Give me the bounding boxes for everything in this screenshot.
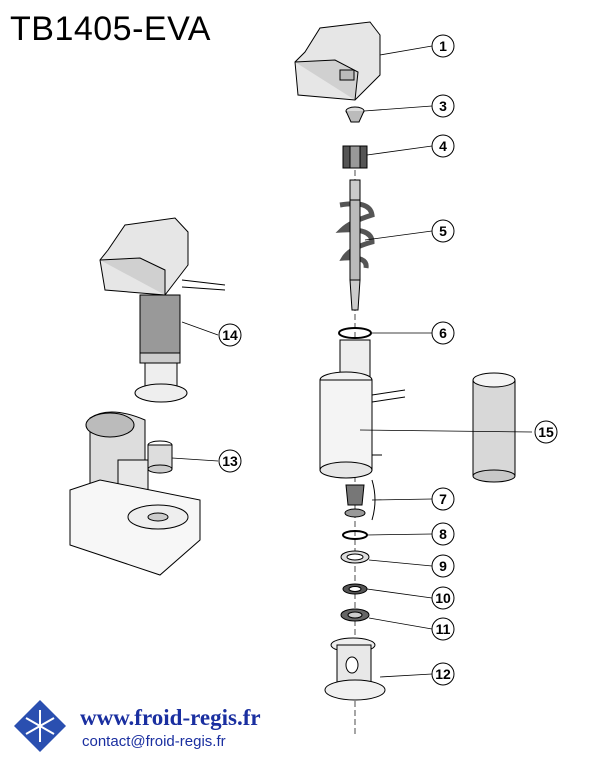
callout-15-label: 15: [538, 424, 554, 440]
froid-regis-logo: [14, 700, 66, 752]
callout-1-label: 1: [439, 38, 447, 54]
callout-13-label: 13: [222, 453, 238, 469]
callout-12-label: 12: [435, 666, 451, 682]
callout-10: 10: [431, 586, 455, 610]
email-link[interactable]: contact@froid-regis.fr: [82, 733, 226, 750]
callout-11: 11: [431, 617, 455, 641]
callout-6-label: 6: [439, 325, 447, 341]
part-5-auger: [335, 179, 375, 311]
callout-3-label: 3: [439, 98, 447, 114]
callout-6: 6: [431, 321, 455, 345]
callout-10-label: 10: [435, 590, 451, 606]
part-13-coupling: [147, 440, 173, 474]
callout-8: 8: [431, 522, 455, 546]
callout-4-label: 4: [439, 138, 447, 154]
callout-13: 13: [218, 449, 242, 473]
callout-1: 1: [431, 34, 455, 58]
part-7-spring-seal: [344, 479, 376, 521]
callout-11-label: 11: [436, 621, 451, 637]
callout-9-label: 9: [439, 558, 447, 574]
callout-14: 14: [218, 323, 242, 347]
callout-9: 9: [431, 554, 455, 578]
callout-7: 7: [431, 487, 455, 511]
callout-leaders: [171, 45, 533, 678]
part-9-seal-ring: [340, 550, 370, 564]
part-15-sleeve: [472, 372, 516, 483]
main-tube: [319, 339, 406, 479]
callout-5: 5: [431, 219, 455, 243]
motor-gearbox: [69, 411, 201, 576]
website-link[interactable]: www.froid-regis.fr: [80, 705, 261, 730]
part-4-impeller: [342, 145, 368, 169]
callout-15: 15: [534, 420, 558, 444]
part-12-flange: [324, 637, 386, 701]
diagram-title: TB1405-EVA: [10, 10, 211, 48]
callout-3: 3: [431, 94, 455, 118]
part-1-chute: [294, 21, 381, 101]
callout-4: 4: [431, 134, 455, 158]
callout-12: 12: [431, 662, 455, 686]
callout-7-label: 7: [439, 491, 447, 507]
part-3-cap: [345, 106, 365, 123]
part-10-washer: [342, 583, 368, 595]
part-11-bearing: [340, 608, 370, 622]
callout-8-label: 8: [439, 526, 447, 542]
callout-14-label: 14: [222, 327, 238, 343]
callout-5-label: 5: [439, 223, 447, 239]
part-14-assembled-head: [99, 217, 226, 403]
